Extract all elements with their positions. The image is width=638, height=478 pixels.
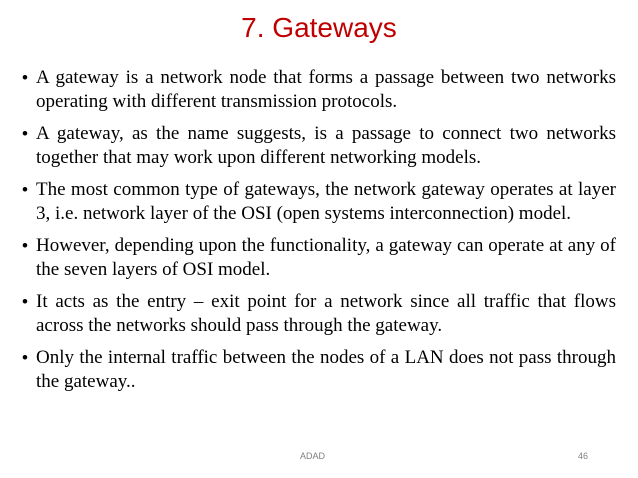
page-number: 46	[577, 451, 588, 461]
bullet-icon: •	[22, 68, 28, 87]
bullet-list: • A gateway is a network node that forms…	[22, 66, 616, 402]
bullet-text: The most common type of gateways, the ne…	[36, 179, 616, 224]
bullet-text: However, depending upon the functionalit…	[36, 235, 616, 280]
bullet-text: A gateway, as the name suggests, is a pa…	[36, 123, 616, 168]
bullet-text: A gateway is a network node that forms a…	[36, 67, 616, 112]
slide-title: 7. Gateways	[241, 12, 397, 43]
bullet-item: • However, depending upon the functional…	[22, 234, 616, 282]
bullet-item: • The most common type of gateways, the …	[22, 178, 616, 226]
footer-text: ADAD	[300, 451, 326, 461]
bullet-item: • A gateway is a network node that forms…	[22, 66, 616, 114]
bullet-item: • A gateway, as the name suggests, is a …	[22, 122, 616, 170]
bullet-item: • It acts as the entry – exit point for …	[22, 290, 616, 338]
bullet-icon: •	[22, 180, 28, 199]
bullet-icon: •	[22, 236, 28, 255]
bullet-icon: •	[22, 292, 28, 311]
bullet-item: • Only the internal traffic between the …	[22, 346, 616, 394]
bullet-icon: •	[22, 124, 28, 143]
bullet-text: Only the internal traffic between the no…	[36, 347, 616, 392]
bullet-text: It acts as the entry – exit point for a …	[36, 291, 616, 336]
bullet-icon: •	[22, 348, 28, 367]
